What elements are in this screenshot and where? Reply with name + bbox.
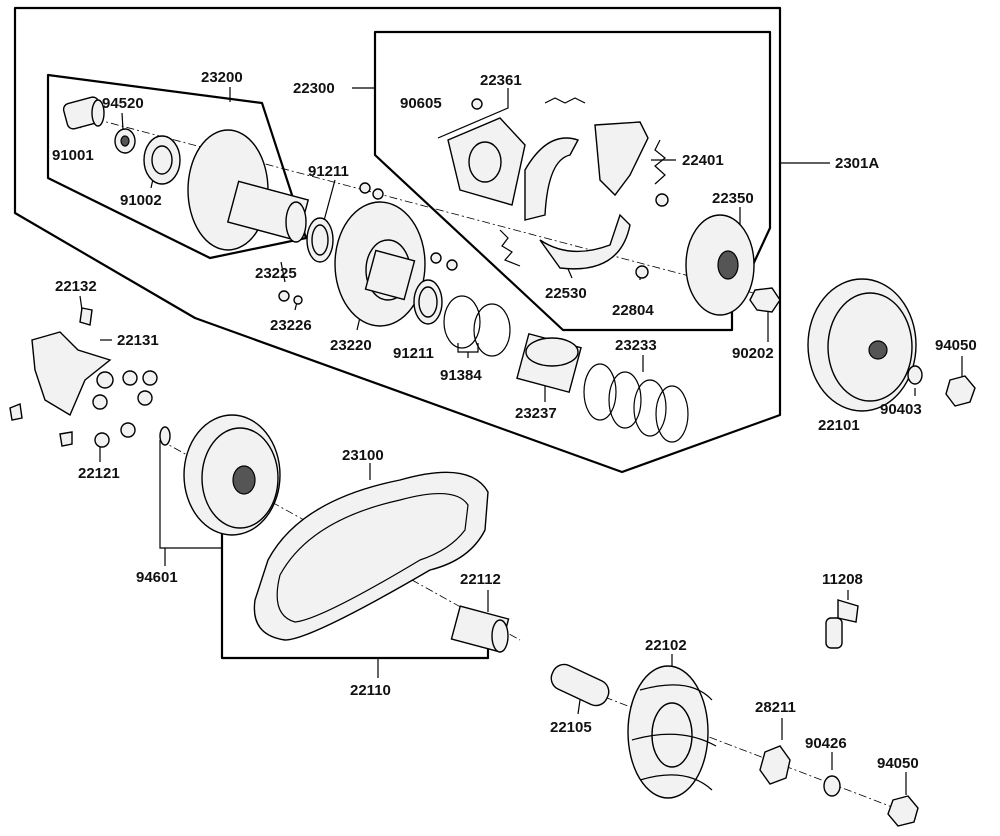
clutch-assembly-22300: [447, 97, 781, 316]
part-label-94050-lower: 94050: [877, 755, 919, 772]
part-label-22361: 22361: [480, 72, 522, 89]
part-label-22101: 22101: [818, 417, 860, 434]
outline-23200: [46, 73, 308, 260]
torque-parts: [516, 332, 689, 443]
part-label-22110: 22110: [350, 682, 391, 699]
clutch-outer-22101: [807, 278, 976, 412]
part-label-23225: 23225: [255, 265, 297, 282]
part-label-23233: 23233: [615, 337, 657, 354]
part-label-22132: 22132: [55, 278, 97, 295]
part-label-22105: 22105: [550, 719, 592, 736]
part-label-22112: 22112: [460, 571, 501, 588]
movable-drive-face: [183, 414, 281, 536]
part-label-94601: 94601: [136, 569, 178, 586]
part-label-91211-upper: 91211: [308, 163, 349, 180]
ramp-plate-and-rollers: [9, 307, 171, 448]
part-label-91384: 91384: [440, 367, 482, 384]
part-label-94520: 94520: [102, 95, 144, 112]
part-label-22300: 22300: [293, 80, 335, 97]
part-label-23226: 23226: [270, 317, 312, 334]
driven-pulley-parts: [278, 182, 511, 357]
part-label-90403: 90403: [880, 401, 922, 418]
part-label-11208: 11208: [822, 571, 863, 588]
part-label-22530: 22530: [545, 285, 587, 302]
part-label-28211: 28211: [755, 699, 796, 716]
part-label-22401: 22401: [682, 152, 724, 169]
part-label-91211-lower: 91211: [393, 345, 434, 362]
part-label-90202: 90202: [732, 345, 774, 362]
part-label-94050-upper: 94050: [935, 337, 977, 354]
part-labels: 23200 94520 91001 91002 22300 90605 2236…: [52, 69, 977, 772]
drive-belt-23100: [253, 471, 489, 641]
part-label-91001: 91001: [52, 147, 94, 164]
part-label-23200: 23200: [201, 69, 243, 86]
outline-2301A: [13, 6, 782, 474]
part-label-23100: 23100: [342, 447, 384, 464]
part-label-90426: 90426: [805, 735, 847, 752]
part-label-90605: 90605: [400, 95, 442, 112]
part-label-2301A: 2301A: [835, 155, 879, 172]
part-label-22121: 22121: [78, 465, 120, 482]
outline-22300: [373, 30, 772, 332]
part-label-23237: 23237: [515, 405, 557, 422]
fan-parts: [550, 663, 919, 827]
part-label-91002: 91002: [120, 192, 162, 209]
part-label-22102: 22102: [645, 637, 687, 654]
part-label-23220: 23220: [330, 337, 372, 354]
bracket-11208: [825, 599, 859, 649]
collar-22112: [450, 605, 510, 653]
part-label-22804: 22804: [612, 302, 654, 319]
drive-face-assembly-23200: [62, 96, 310, 251]
part-label-22350: 22350: [712, 190, 754, 207]
part-label-22131: 22131: [117, 332, 159, 349]
